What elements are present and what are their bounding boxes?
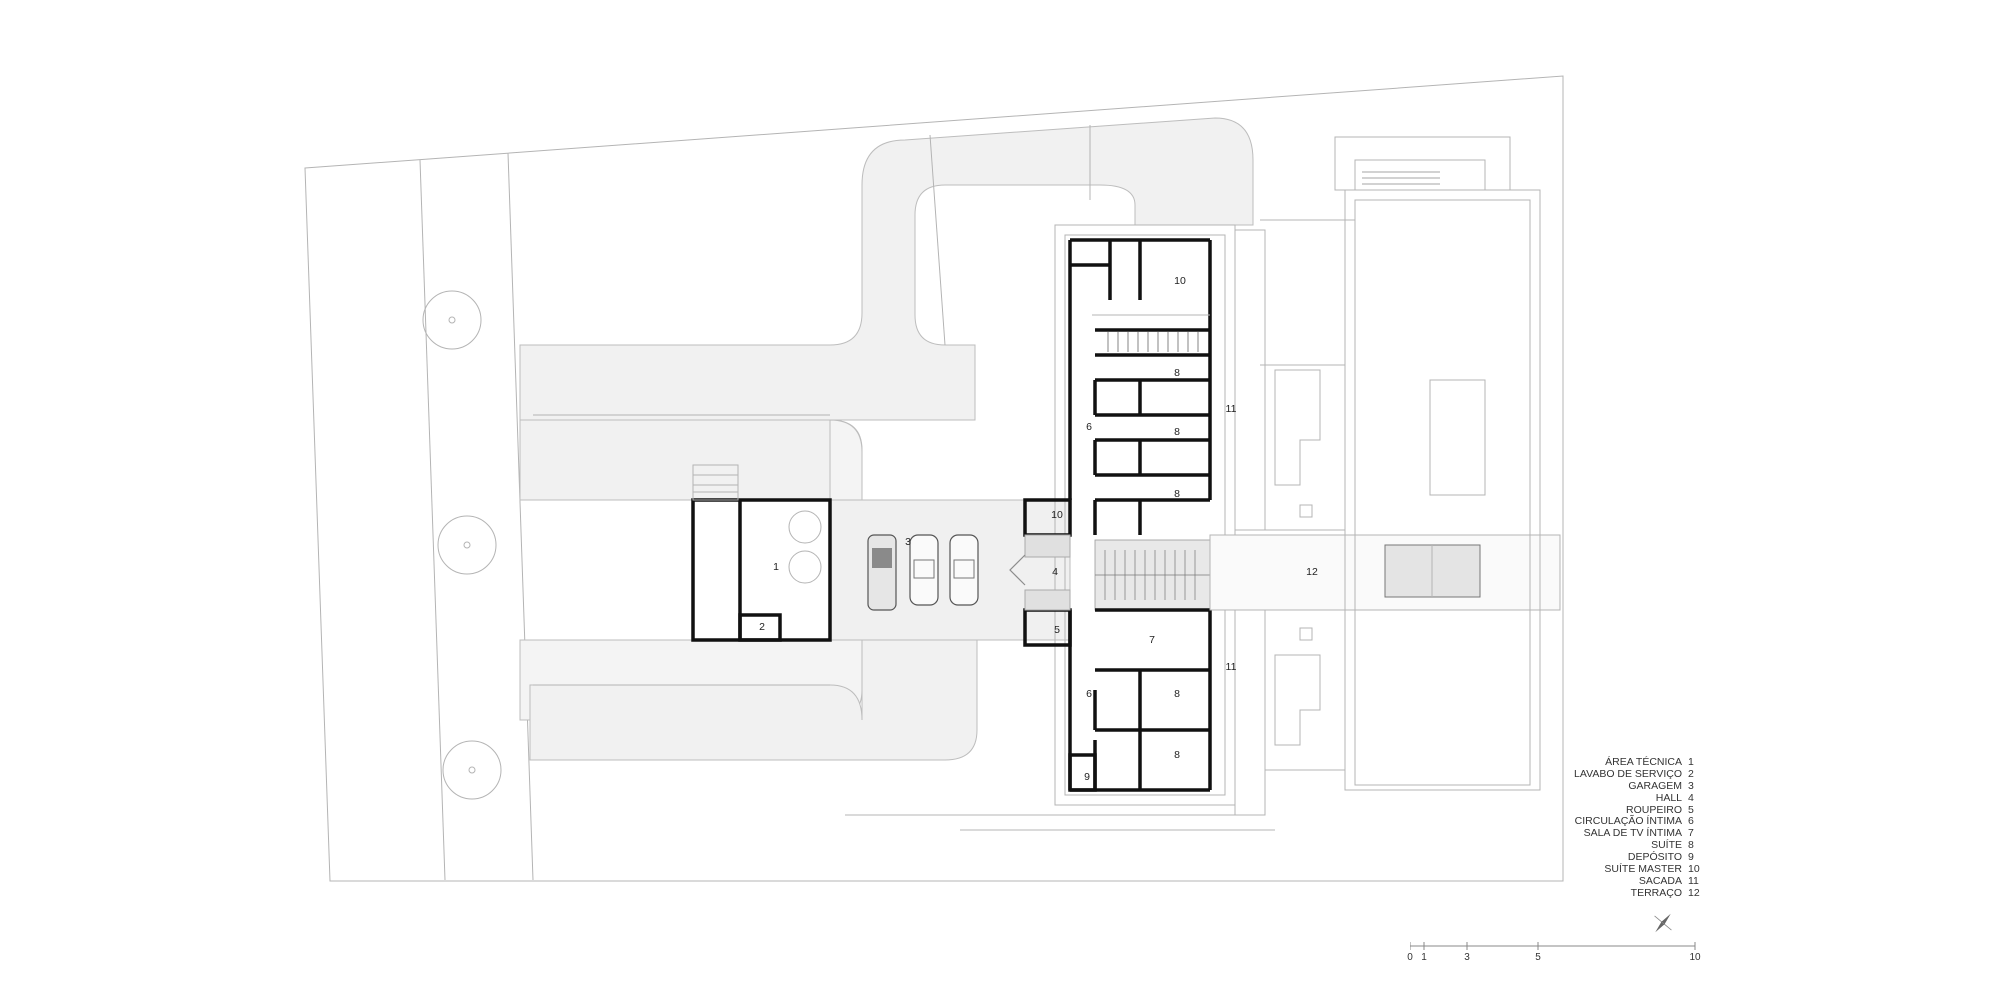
scale-bar: 0 1 3 5 10 [1407, 940, 1701, 970]
tree-icon [422, 290, 482, 350]
car-icon [949, 534, 979, 606]
room-label: 10 [1051, 509, 1063, 521]
room-label: 11 [1226, 661, 1237, 673]
room-label: 10 [1174, 275, 1186, 287]
tree-icon [437, 515, 497, 575]
room-label: 8 [1174, 426, 1180, 438]
scale-label: 3 [1464, 952, 1470, 963]
room-label: 1 [773, 561, 779, 573]
driveway [519, 117, 1254, 761]
lot-boundary [304, 75, 1564, 882]
terrace [1209, 534, 1561, 611]
room-label: 8 [1174, 688, 1180, 700]
balcony [1234, 229, 1266, 816]
technical-area [691, 464, 832, 642]
tree-icon [442, 740, 502, 800]
car-icon [909, 534, 939, 606]
scale-label: 0 [1407, 952, 1413, 963]
room-label: 11 [1226, 403, 1237, 415]
room-label: 8 [1174, 749, 1180, 761]
room-label: 4 [1052, 566, 1058, 578]
room-label: 2 [759, 621, 765, 633]
bedroom-wing [1009, 224, 1236, 806]
scale-label: 1 [1421, 952, 1427, 963]
room-label: 3 [905, 536, 911, 548]
room-label: 12 [1306, 566, 1318, 578]
room-label: 8 [1174, 367, 1180, 379]
room-label: 9 [1084, 771, 1090, 783]
room-label: 7 [1149, 634, 1155, 646]
right-wing [1260, 136, 1541, 791]
room-label: 8 [1174, 488, 1180, 500]
room-label: 6 [1086, 688, 1092, 700]
room-label: 6 [1086, 421, 1092, 433]
north-arrow-icon [1654, 913, 1672, 933]
room-label: 5 [1054, 624, 1060, 636]
scale-label: 5 [1535, 952, 1541, 963]
car-icon [867, 534, 897, 611]
scale-label: 10 [1689, 952, 1701, 963]
